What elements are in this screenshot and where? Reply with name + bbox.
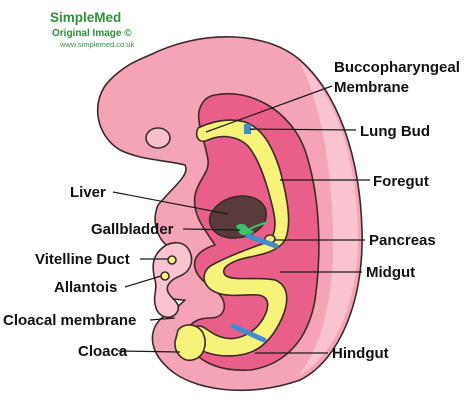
foregut-midgut-boundary-marker xyxy=(245,233,279,249)
label-liver: Liver xyxy=(70,184,106,201)
gut-tube xyxy=(189,119,290,357)
leader-lung-bud xyxy=(249,128,357,131)
label-cloacal-membrane: Cloacal membrane xyxy=(3,312,136,329)
leader-allantois xyxy=(124,275,162,288)
allantois-opening xyxy=(160,271,170,281)
vitelline-stalk xyxy=(152,241,193,319)
label-hindgut: Hindgut xyxy=(332,345,389,362)
cloaca-region xyxy=(174,324,206,362)
gallbladder-organ xyxy=(236,223,254,236)
label-membrane: Membrane xyxy=(334,79,409,96)
simplemed-logo: SimpleMed Original Image © www.simplemed… xyxy=(50,10,134,49)
logo-brand: SimpleMed xyxy=(50,10,121,25)
head-eye-icon xyxy=(145,127,171,149)
vitelline-duct-opening xyxy=(167,255,177,265)
label-lung-bud: Lung Bud xyxy=(360,123,430,140)
label-vitelline-duct: Vitelline Duct xyxy=(35,251,130,268)
midgut-hindgut-boundary-marker xyxy=(230,323,267,343)
gallbladder-duct xyxy=(243,221,269,233)
leader-cloacal-membrane xyxy=(149,317,176,321)
logo-original-image: Original Image © xyxy=(52,28,132,39)
logo-url: www.simplemed.co.uk xyxy=(59,40,134,49)
leader-liver xyxy=(112,191,229,215)
label-cloaca: Cloaca xyxy=(78,343,128,360)
label-gallbladder: Gallbladder xyxy=(91,221,174,238)
leader-cloaca xyxy=(117,350,181,353)
leader-buccopharyngeal xyxy=(205,85,333,133)
label-pancreas: Pancreas xyxy=(369,232,436,249)
leader-gallbladder xyxy=(182,228,241,231)
embryo-outer-band xyxy=(298,62,359,376)
label-midgut: Midgut xyxy=(366,264,415,281)
lung-bud-marker xyxy=(244,124,251,134)
label-foregut: Foregut xyxy=(373,173,429,190)
label-allantois: Allantois xyxy=(54,279,117,296)
label-buccopharyngeal: Buccopharyngeal xyxy=(334,59,460,76)
